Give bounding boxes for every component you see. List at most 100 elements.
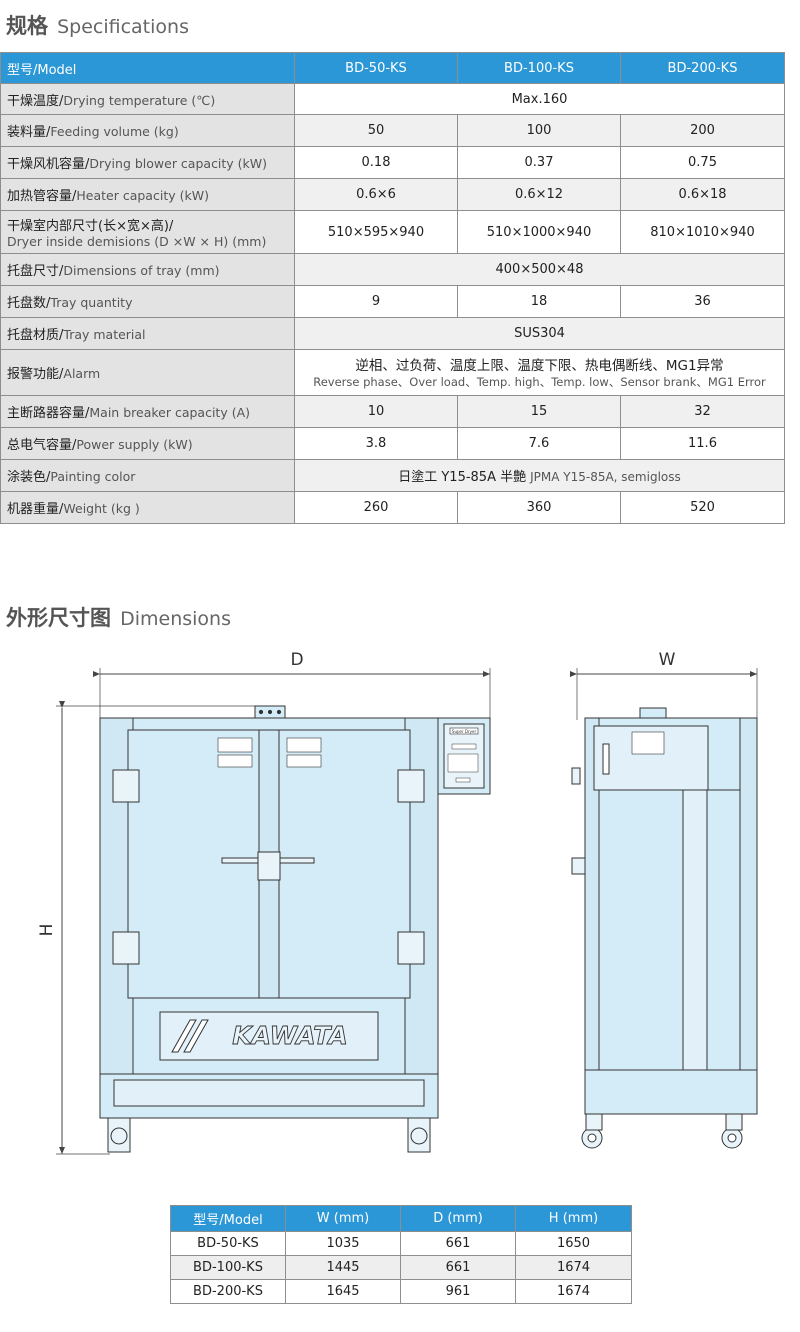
spec-row-label: 加热管容量/Heater capacity (kW) [0,178,295,211]
table-row: 干燥室内部尺寸(长×宽×高)/Dryer inside demisions (D… [0,210,785,254]
spec-label-en: Main breaker capacity (A) [89,405,250,420]
spec-cell-merged: Max.160 [294,83,785,115]
dims-cell: BD-50-KS [170,1231,286,1256]
w-label: W [659,650,676,670]
spec-label-en: Feeding volume (kg) [50,124,179,139]
spec-merged-en: Reverse phase、Over load、Temp. high、Temp.… [313,374,766,389]
spec-cell: 0.6×12 [457,178,621,211]
spec-cell: 0.75 [620,146,785,179]
spec-row-label: 托盘数/Tray quantity [0,285,295,318]
spec-cell: 0.18 [294,146,458,179]
spec-label-en: Alarm [63,366,101,381]
spec-label-en: Power supply (kW) [76,437,193,452]
spec-row-label: 干燥风机容量/Drying blower capacity (kW) [0,146,295,179]
spec-merged-en: JPMA Y15-85A, semigloss [530,470,681,484]
h-dimension-line: H [37,701,256,1155]
dims-cell: 1645 [285,1279,401,1304]
spec-cell: 200 [620,114,785,147]
panel-label: Super Dryer [452,729,477,734]
dims-header-d: D (mm) [400,1205,516,1232]
spec-cell: 100 [457,114,621,147]
spec-label-zh: 加热管容量/ [7,189,77,204]
d-label: D [290,650,303,670]
table-row: 托盘尺寸/Dimensions of tray (mm)400×500×48 [0,253,785,286]
spec-label-zh: 涂装色/ [7,470,51,485]
model-header-bd200: BD-200-KS [620,52,785,84]
table-row: BD-50-KS 1035 661 1650 [170,1231,632,1256]
brand-label: KAWATA [232,1021,347,1050]
spec-cell: 11.6 [620,427,785,460]
table-row: BD-200-KS 1645 961 1674 [170,1279,632,1304]
side-view [571,707,758,1149]
dims-header-row: 型号/Model W (mm) D (mm) H (mm) [170,1205,632,1232]
table-row: BD-100-KS 1445 661 1674 [170,1255,632,1280]
spec-row-label: 机器重量/Weight (kg ) [0,491,295,524]
spec-cell: 510×595×940 [294,210,458,254]
dims-cell: 961 [400,1279,516,1304]
spec-cell: 18 [457,285,621,318]
dimension-title-en: Dimensions [120,608,231,630]
spec-label-zh: 托盘材质/ [7,328,64,343]
spec-cell: 0.6×6 [294,178,458,211]
spec-label-zh: 干燥风机容量/ [7,157,90,172]
spec-row-label: 干燥室内部尺寸(长×宽×高)/Dryer inside demisions (D… [0,210,295,254]
spec-cell: 360 [457,491,621,524]
spec-row-label: 装料量/Feeding volume (kg) [0,114,295,147]
spec-cell: 520 [620,491,785,524]
spec-cell: 7.6 [457,427,621,460]
spec-title-en: Specifications [57,16,189,38]
spec-label-zh: 主断路器容量/ [7,406,90,421]
spec-row-label: 总电气容量/Power supply (kW) [0,427,295,460]
model-header-bd100: BD-100-KS [457,52,621,84]
model-header-bd50: BD-50-KS [294,52,458,84]
dims-header-model: 型号/Model [170,1205,286,1232]
dims-cell: 1650 [515,1231,632,1256]
spec-label-en: Weight (kg ) [63,501,140,516]
dimensions-table: 型号/Model W (mm) D (mm) H (mm) BD-50-KS 1… [170,1205,632,1304]
spec-label-en: Heater capacity (kW) [76,188,209,203]
specifications-table: 型号/Model BD-50-KS BD-100-KS BD-200-KS 干燥… [0,52,785,524]
spec-row-label: 托盘材质/Tray material [0,317,295,350]
spec-cell: 10 [294,395,458,428]
spec-label-zh: 报警功能/ [7,367,64,382]
h-label: H [37,924,57,937]
dimension-section-title: 外形尺寸图 Dimensions [6,602,231,632]
dims-cell: 1035 [285,1231,401,1256]
spec-cell: 36 [620,285,785,318]
spec-label-zh: 干燥温度/ [7,93,64,109]
dims-cell: 1674 [515,1255,632,1280]
model-header: 型号/Model [0,52,295,84]
spec-label-zh: 托盘数/ [7,296,51,311]
spec-cell-merged: SUS304 [294,317,785,350]
spec-row-label: 涂装色/Painting color [0,459,295,492]
dims-cell: BD-100-KS [170,1255,286,1280]
spec-label-en: Drying blower capacity (kW) [89,156,268,171]
spec-cell: 810×1010×940 [620,210,785,254]
spec-cell: 3.8 [294,427,458,460]
spec-merged-zh: 日塗工 Y15-85A 半艶 [398,470,527,485]
spec-label-en: Drying temperature (℃) [63,92,216,108]
spec-row-label: 报警功能/Alarm [0,349,295,396]
table-row: 干燥温度/Drying temperature (℃) Max.160 [0,83,785,115]
spec-cell: 0.37 [457,146,621,179]
spec-cell: 0.6×18 [620,178,785,211]
spec-label-en: Painting color [50,469,136,484]
spec-title-zh: 规格 [6,14,48,38]
dimension-title-zh: 外形尺寸图 [6,606,111,630]
spec-cell: 9 [294,285,458,318]
spec-section-title: 规格 Specifications [6,10,189,40]
dims-header-w: W (mm) [285,1205,401,1232]
spec-cell-merged: 400×500×48 [294,253,785,286]
spec-merged-zh: 逆相、过负荷、温度上限、温度下限、热电偶断线、MG1异常 [355,357,724,374]
w-dimension-line: W [570,650,758,720]
dims-header-h: H (mm) [515,1205,632,1232]
